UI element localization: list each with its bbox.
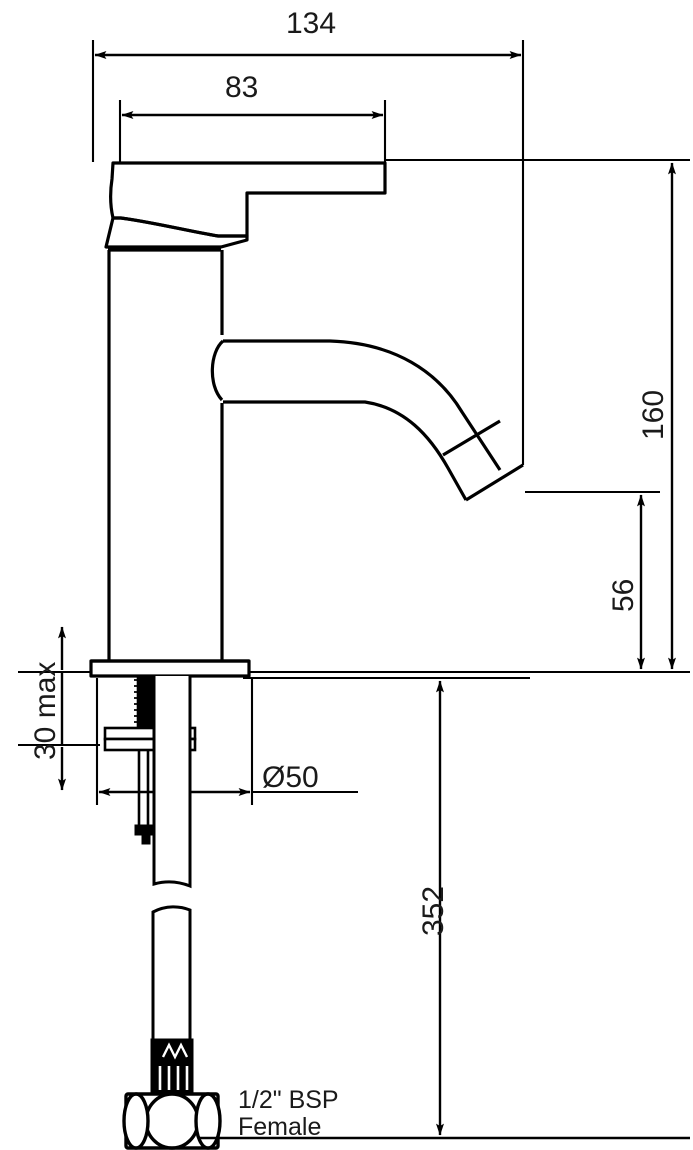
spout-lower-curve	[223, 400, 468, 501]
tail-upper	[152, 676, 192, 889]
spout-upper-curve	[223, 339, 502, 471]
note-inlet-thread-line2: Female	[238, 1113, 322, 1141]
extension-lines	[18, 40, 690, 1140]
ferrule-chevrons	[161, 1042, 189, 1060]
faucet-outline	[89, 161, 524, 678]
bsp-female-connector	[122, 1092, 222, 1150]
dimension-label-56: 56	[607, 578, 640, 612]
spout-root-radius	[210, 339, 225, 402]
note-inlet-thread-line1: 1/2" BSP	[238, 1086, 339, 1114]
dimension-label-160: 160	[637, 389, 670, 440]
dimension-label-83: 83	[225, 71, 259, 104]
lever-handle	[109, 161, 387, 238]
handle-collar	[104, 216, 249, 249]
dimension-label-diameter-50: Ø50	[262, 761, 319, 794]
dimension-label-30-max: 30 max	[29, 661, 62, 760]
aerator-seam	[442, 419, 501, 457]
tail-lower	[151, 905, 192, 1042]
thread-serration-left	[134, 679, 138, 723]
dimension-label-352: 352	[417, 885, 450, 936]
supply-tail	[122, 676, 222, 1150]
dimension-label-134: 134	[286, 7, 337, 40]
dimension-lines	[58, 51, 676, 1136]
fixing-washer-lower	[103, 737, 197, 752]
hose-collar-ribs	[158, 1066, 189, 1090]
hose-collar	[150, 1060, 194, 1096]
aerator-end-face	[465, 463, 524, 502]
base-plate	[89, 659, 251, 678]
